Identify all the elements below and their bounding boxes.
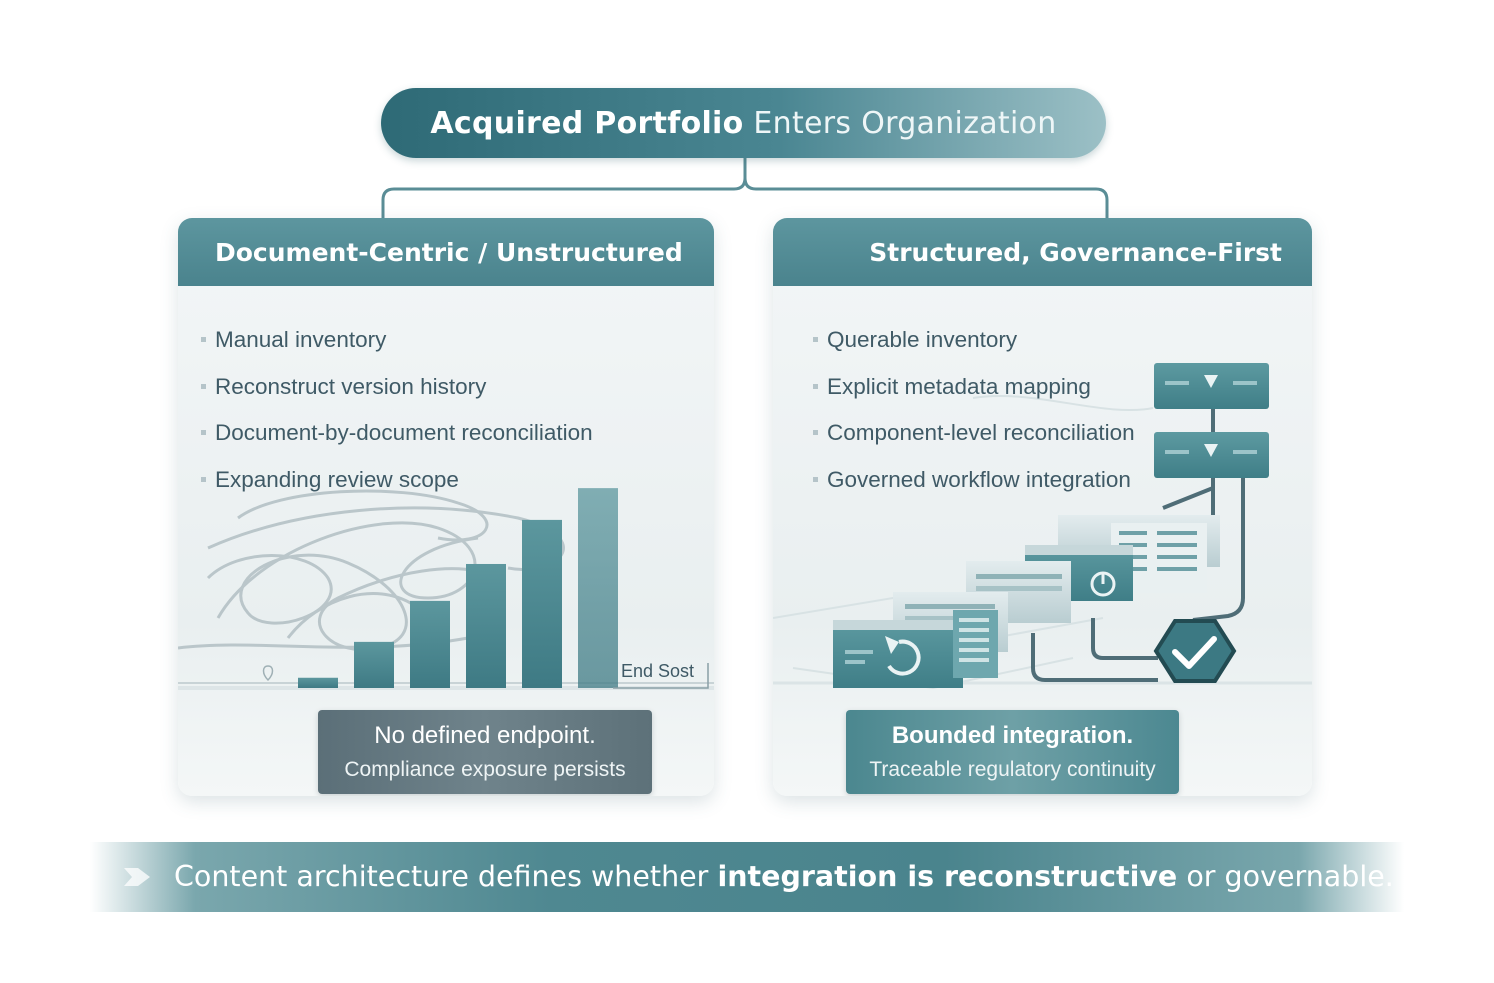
caption-subtext: Compliance exposure persists [344, 758, 626, 781]
bar-5 [522, 519, 562, 688]
list-item: Component-level reconciliation [813, 410, 1135, 457]
conclusion-emphasis: integration is reconstructive [717, 860, 1178, 893]
bar-1 [298, 677, 338, 688]
caption-heading: No defined endpoint. [374, 722, 596, 749]
caption-heading: Bounded integration. [891, 722, 1134, 749]
tangled-lines-icon: End Sost [178, 488, 714, 690]
stacked-modules-flow-icon [773, 363, 1312, 690]
caption-subtext: Traceable regulatory continuity [869, 758, 1156, 781]
bar-6 [578, 488, 618, 688]
unstructured-bullet-list: Manual inventory Reconstruct version his… [201, 317, 593, 503]
bar-3 [410, 600, 450, 688]
governance-panel-header: Structured, Governance-First [773, 218, 1312, 286]
unstructured-panel: Document-Centric / Unstructured End Sost… [178, 218, 714, 796]
list-item: Reconstruct version history [201, 364, 593, 411]
chart-bars [298, 488, 618, 688]
conclusion-text: Content architecture defines whether int… [174, 860, 1394, 893]
unstructured-outcome-caption: No defined endpoint. Compliance exposure… [318, 710, 652, 794]
top-title-pill: Acquired Portfolio Enters Organization [381, 88, 1106, 158]
list-item: Governed workflow integration [813, 457, 1135, 504]
list-item: Manual inventory [201, 317, 593, 364]
conclusion-banner: Content architecture defines whether int… [90, 842, 1404, 912]
unstructured-panel-header: Document-Centric / Unstructured [178, 218, 714, 286]
list-item: Querable inventory [813, 317, 1135, 364]
list-item: Expanding review scope [201, 457, 593, 504]
bar-4 [466, 563, 506, 688]
top-title-bold: Acquired Portfolio [430, 105, 744, 141]
check-hexagon-icon [1153, 619, 1237, 683]
governance-bullet-list: Querable inventory Explicit metadata map… [813, 317, 1135, 503]
arrow-leaf-icon [124, 868, 150, 886]
governance-panel: Structured, Governance-First [773, 218, 1312, 796]
governance-outcome-caption: Bounded integration. Traceable regulator… [846, 710, 1179, 794]
list-item: Document-by-document reconciliation [201, 410, 593, 457]
list-item: Explicit metadata mapping [813, 364, 1135, 411]
bar-2 [354, 641, 394, 688]
chart-axis-label: End Sost [621, 661, 694, 681]
top-title-light: Enters Organization [753, 105, 1057, 141]
